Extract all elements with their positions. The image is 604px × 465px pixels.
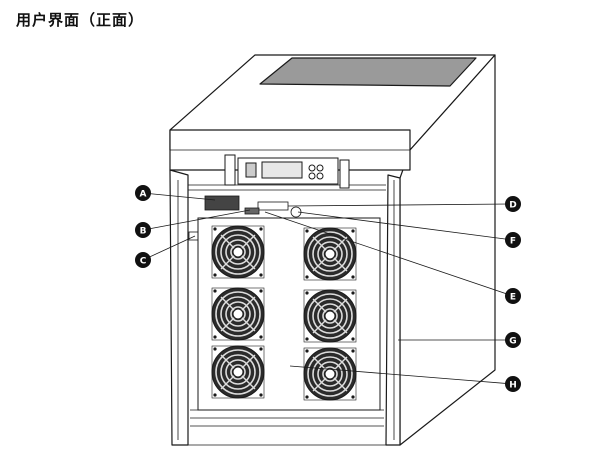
right-handle bbox=[339, 159, 350, 189]
lcd-display bbox=[261, 161, 303, 179]
callout-g-badge bbox=[505, 332, 521, 348]
control-panel bbox=[224, 154, 350, 189]
cabinet-top-panel bbox=[259, 57, 477, 87]
leader-lines bbox=[142, 192, 514, 385]
callout-e-letter: E bbox=[510, 293, 516, 303]
fan-group bbox=[211, 225, 357, 401]
cooling-fan bbox=[211, 225, 265, 279]
callout-d-letter: D bbox=[509, 201, 516, 211]
callout-d: D bbox=[505, 196, 521, 212]
callout-c: C bbox=[135, 252, 151, 268]
callout-d-badge bbox=[505, 196, 521, 212]
callout-f-badge bbox=[505, 232, 521, 248]
callout-a: A bbox=[135, 185, 151, 201]
control-button-3 bbox=[308, 172, 316, 180]
cooling-fan bbox=[211, 345, 265, 399]
cooling-fan bbox=[211, 287, 265, 341]
callout-e: E bbox=[505, 288, 521, 304]
cooling-fan bbox=[303, 289, 357, 343]
led-strip bbox=[245, 162, 257, 178]
control-button-2 bbox=[316, 164, 324, 172]
cooling-fan bbox=[303, 347, 357, 401]
callout-h: H bbox=[505, 376, 521, 392]
rs232-port bbox=[204, 195, 240, 211]
usb-port bbox=[244, 207, 260, 215]
leader-a bbox=[142, 192, 216, 201]
leader-b bbox=[142, 209, 251, 231]
callout-a-badge bbox=[135, 185, 151, 201]
callout-b-letter: B bbox=[140, 227, 147, 237]
callout-b: B bbox=[135, 222, 151, 238]
cabinet-right-side bbox=[399, 54, 496, 446]
callout-c-badge bbox=[135, 252, 151, 268]
callout-e-badge bbox=[505, 288, 521, 304]
left-handle bbox=[224, 154, 236, 186]
callout-c-letter: C bbox=[140, 257, 147, 267]
leader-h bbox=[289, 365, 514, 385]
callout-f-letter: F bbox=[510, 237, 516, 247]
callout-h-letter: H bbox=[509, 381, 517, 391]
control-button-4 bbox=[316, 172, 324, 180]
callout-h-badge bbox=[505, 376, 521, 392]
control-button-1 bbox=[308, 164, 316, 172]
cabinet-right-column bbox=[385, 174, 401, 446]
callout-g-letter: G bbox=[509, 337, 516, 347]
page-title: 用户界面（正面） bbox=[16, 11, 145, 29]
callout-a-letter: A bbox=[140, 190, 147, 200]
callout-f: F bbox=[505, 232, 521, 248]
callout-b-badge bbox=[135, 222, 151, 238]
leader-d bbox=[287, 203, 514, 207]
callout-g: G bbox=[505, 332, 521, 348]
leader-e bbox=[264, 211, 514, 297]
interface-connector bbox=[257, 201, 289, 211]
cabinet-left-column bbox=[169, 169, 189, 446]
cooling-fan bbox=[303, 227, 357, 281]
leader-f bbox=[297, 211, 514, 241]
leader-c bbox=[142, 235, 196, 261]
